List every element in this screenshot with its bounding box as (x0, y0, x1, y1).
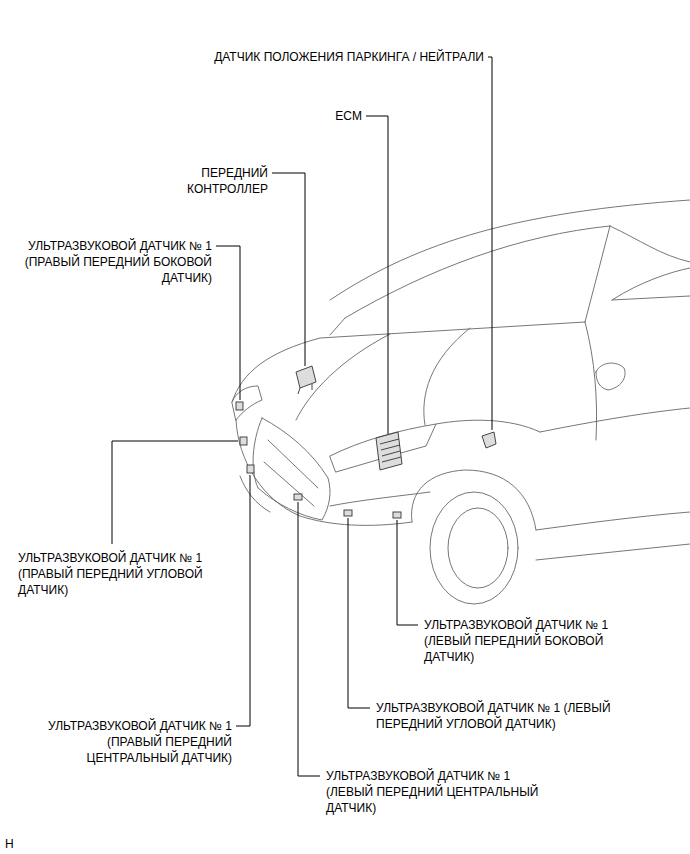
part-label: УЛЬТРАЗВУКОВОЙ ДАТЧИК № 1 (ЛЕВЫЙ ПЕРЕДНИ… (376, 700, 612, 732)
part-label: УЛЬТРАЗВУКОВОЙ ДАТЧИК № 1 (ЛЕВЫЙ ПЕРЕДНИ… (424, 617, 624, 665)
sensor-part (294, 494, 302, 500)
part-label: ДАТЧИК ПОЛОЖЕНИЯ ПАРКИНГА / НЕЙТРАЛИ (214, 49, 484, 65)
part-label: УЛЬТРАЗВУКОВОЙ ДАТЧИК № 1 (ПРАВЫЙ ПЕРЕДН… (18, 550, 218, 598)
part-label: ПЕРЕДНИЙ КОНТРОЛЛЕР (158, 165, 268, 197)
sensor-part (344, 510, 352, 516)
part-label: ECM (302, 108, 362, 124)
ecm-part (376, 432, 402, 470)
figure-code: H (5, 836, 35, 852)
sensor-part (393, 512, 401, 518)
sensor-part (236, 402, 243, 410)
front-controller-part (296, 366, 316, 388)
park-sensor-part (482, 432, 496, 448)
sensor-part (247, 465, 254, 473)
leader-lines (112, 57, 492, 776)
part-label: УЛЬТРАЗВУКОВОЙ ДАТЧИК № 1 (ПРАВЫЙ ПЕРЕДН… (12, 238, 212, 286)
sensor-part (240, 437, 247, 445)
part-label: УЛЬТРАЗВУКОВОЙ ДАТЧИК № 1 (ПРАВЫЙ ПЕРЕДН… (32, 718, 232, 766)
part-label: УЛЬТРАЗВУКОВОЙ ДАТЧИК № 1 (ЛЕВЫЙ ПЕРЕДНИ… (326, 768, 558, 816)
